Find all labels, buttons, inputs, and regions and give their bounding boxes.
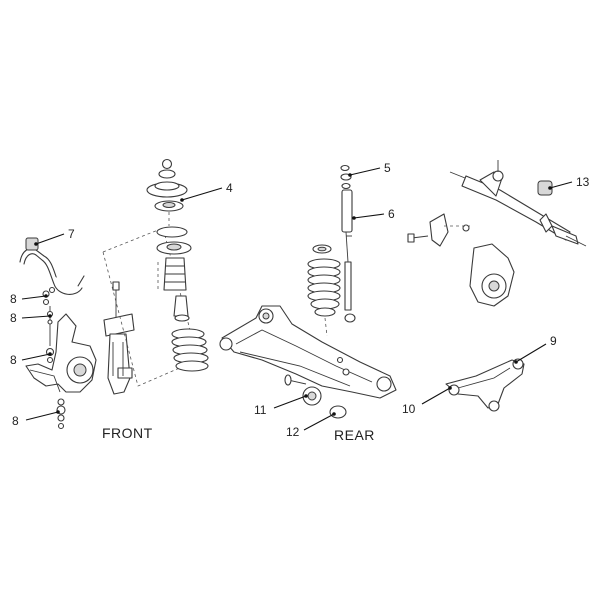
rear-shock-drawing	[340, 164, 356, 323]
stabilizer-bar-drawing	[19, 237, 85, 295]
rear-coil-drawing	[307, 244, 341, 337]
rear-axle-bushing	[329, 405, 347, 419]
callout-8-c: 8	[10, 353, 17, 367]
lower-control-arm-drawing	[445, 358, 525, 412]
stabilizer-bushing	[25, 237, 39, 251]
callout-5: 5	[384, 161, 391, 175]
front-coil-assembly-drawing	[156, 212, 209, 372]
steering-rack-drawing	[449, 160, 587, 247]
callout-leaders	[21, 167, 573, 431]
strut-mount-drawing	[146, 158, 188, 212]
front-label: FRONT	[102, 425, 153, 441]
callout-8-a: 8	[10, 292, 17, 306]
callout-13: 13	[576, 175, 590, 189]
callout-10: 10	[402, 402, 416, 416]
callout-9: 9	[550, 334, 557, 348]
rear-axle-beam-drawing	[219, 305, 397, 419]
callout-8-d: 8	[12, 414, 19, 428]
callout-6: 6	[388, 207, 395, 221]
callout-11: 11	[254, 403, 267, 417]
callout-12: 12	[286, 425, 300, 439]
front-knuckle-drawing	[25, 313, 97, 393]
callout-4: 4	[226, 181, 233, 195]
rear-label: REAR	[334, 427, 375, 443]
callout-7: 7	[68, 227, 75, 241]
callout-8-b: 8	[10, 311, 17, 325]
front-strut-drawing	[103, 281, 135, 395]
right-knuckle-drawing	[407, 213, 515, 307]
strut-assembly-frame	[102, 227, 199, 387]
front-fasteners	[42, 286, 66, 430]
